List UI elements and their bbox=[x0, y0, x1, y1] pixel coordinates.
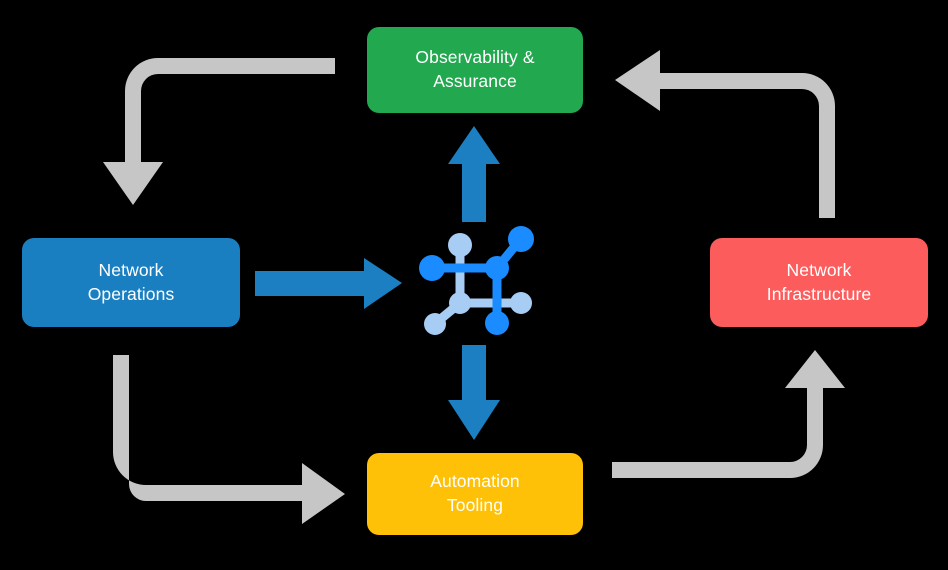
box-observability-assurance[interactable]: Observability & Assurance bbox=[367, 27, 583, 113]
arrow-center-to-observability bbox=[448, 126, 500, 222]
box-network-operations[interactable]: Network Operations bbox=[22, 238, 240, 327]
box-observability-line2: Assurance bbox=[433, 71, 517, 91]
network-topology-icon bbox=[419, 226, 534, 335]
box-automation-line2: Tooling bbox=[446, 495, 504, 515]
box-operations-line2: Operations bbox=[87, 283, 175, 304]
box-observability-line1: Observability & bbox=[415, 47, 535, 68]
arrow-center-to-automation bbox=[448, 345, 500, 440]
arrow-operations-to-center bbox=[255, 258, 402, 309]
arrow-observability-to-operations bbox=[103, 58, 335, 205]
box-network-infrastructure[interactable]: Network Infrastructure bbox=[710, 238, 928, 327]
arrow-infrastructure-to-observability bbox=[615, 50, 835, 218]
box-operations-line1: Network bbox=[98, 259, 164, 280]
arrow-automation-to-infrastructure bbox=[612, 350, 845, 478]
box-infrastructure-line1: Network bbox=[786, 259, 852, 280]
box-automation-tooling[interactable]: Automation Tooling bbox=[367, 453, 583, 535]
arrow-operations-to-automation bbox=[113, 355, 345, 524]
box-infrastructure-line2: Infrastructure bbox=[766, 283, 872, 304]
box-automation-line1: Automation bbox=[430, 471, 520, 492]
